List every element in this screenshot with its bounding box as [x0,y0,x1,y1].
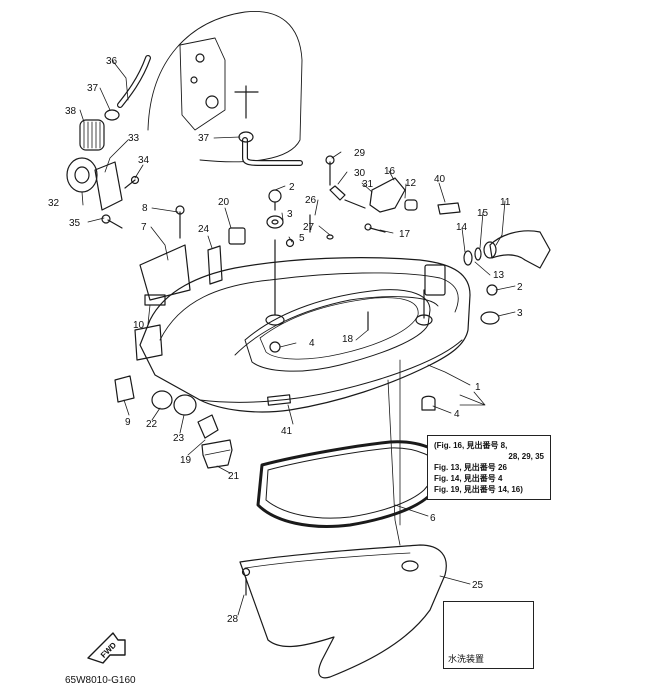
callout-15: 15 [477,208,489,219]
callout-16: 16 [384,166,396,177]
callout-5: 5 [299,233,305,244]
callout-13: 13 [493,270,505,281]
callout-36: 36 [106,56,118,67]
note-line: (Fig. 16, 見出番号 8, [434,441,508,450]
callout-4: 4 [454,409,460,420]
top-cowling-outline [147,10,303,163]
callout-1: 1 [475,382,481,393]
callout-27: 27 [303,222,315,233]
callout-21: 21 [228,471,240,482]
callout-20: 20 [218,197,230,208]
flush-device-inset: 水洗装置 [443,601,534,669]
note-line: Fig. 19, 見出番号 14, 16) [434,485,523,494]
callout-6: 6 [430,513,436,524]
fwd-arrow [87,632,126,664]
callout-12: 12 [405,178,417,189]
callout-19: 19 [180,455,192,466]
engine-bracket [179,37,226,131]
inset-caption: 水洗装置 [448,655,485,665]
callout-26: 26 [305,195,317,206]
callout-2: 2 [517,282,523,293]
callout-29: 29 [354,148,366,159]
callout-34: 34 [138,155,150,166]
callout-8: 8 [142,203,148,214]
callout-38: 38 [65,106,77,117]
callout-37: 37 [198,133,210,144]
callout-30: 30 [354,168,366,179]
callout-40: 40 [434,174,446,185]
callout-14: 14 [456,222,468,233]
callout-24: 24 [198,224,210,235]
callout-22: 22 [146,419,158,430]
callout-4: 4 [309,338,315,349]
note-line: Fig. 13, 見出番号 26 [434,463,507,472]
bottom-cowling [139,257,471,413]
callout-10: 10 [133,320,145,331]
note-line: 28, 29, 35 [508,452,544,461]
drawing-code: 65W8010-G160 [65,675,136,686]
callout-3: 3 [287,209,293,220]
callout-11: 11 [500,197,511,208]
callout-28: 28 [227,614,239,625]
callout-37: 37 [87,83,99,94]
callout-17: 17 [399,229,411,240]
callout-35: 35 [69,218,81,229]
callout-31: 31 [362,179,374,190]
callout-9: 9 [125,417,131,428]
callout-41: 41 [281,426,293,437]
callout-32: 32 [48,198,60,209]
callout-23: 23 [173,433,185,444]
callout-18: 18 [342,334,354,345]
lower-cover [239,544,447,679]
callout-25: 25 [472,580,484,591]
callout-2: 2 [289,182,295,193]
reference-note-box: (Fig. 16, 見出番号 8, 28, 29, 35 Fig. 13, 見出… [427,435,551,500]
note-line: Fig. 14, 見出番号 4 [434,474,503,483]
callout-33: 33 [128,133,140,144]
callout-3: 3 [517,308,523,319]
callout-7: 7 [141,222,147,233]
